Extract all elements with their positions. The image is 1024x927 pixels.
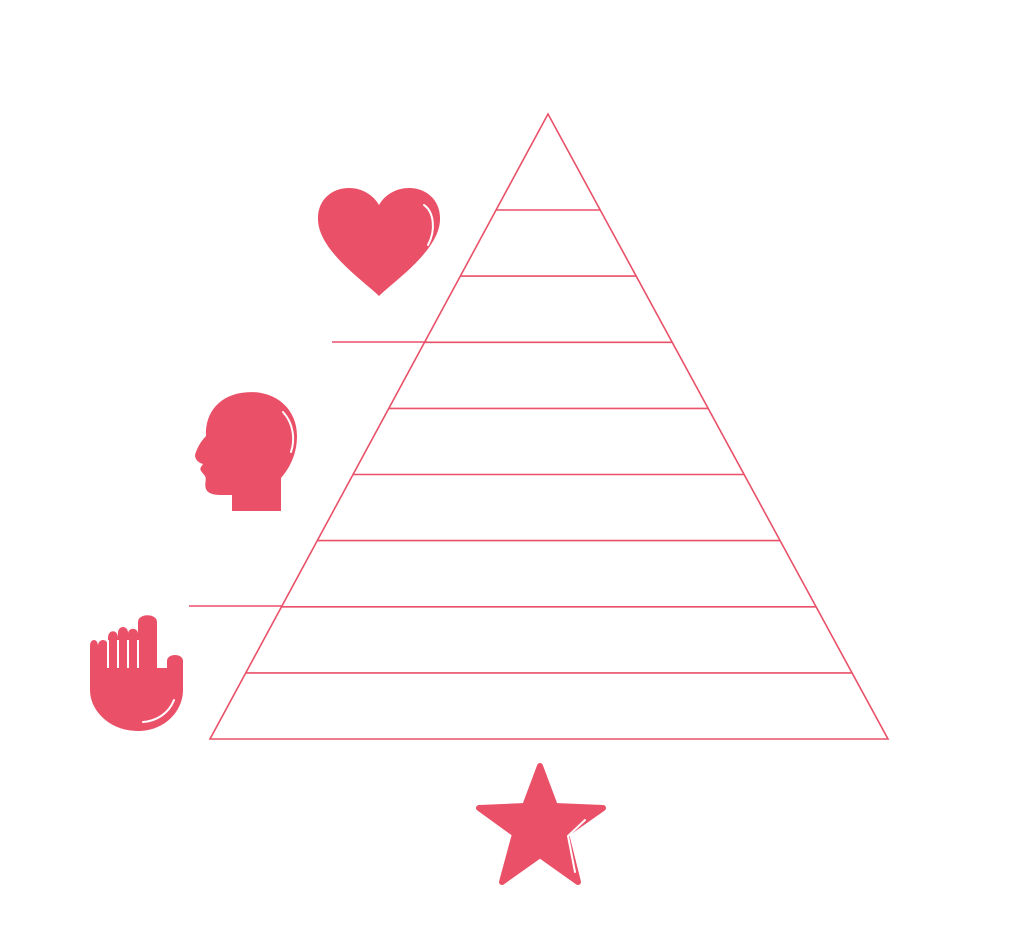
star-icon [476, 763, 606, 885]
pyramid-outline [208, 112, 890, 740]
pyramid-dividers [245, 209, 852, 674]
hand-icon [90, 615, 183, 731]
head-icon [195, 392, 297, 511]
heart-icon [317, 188, 441, 296]
